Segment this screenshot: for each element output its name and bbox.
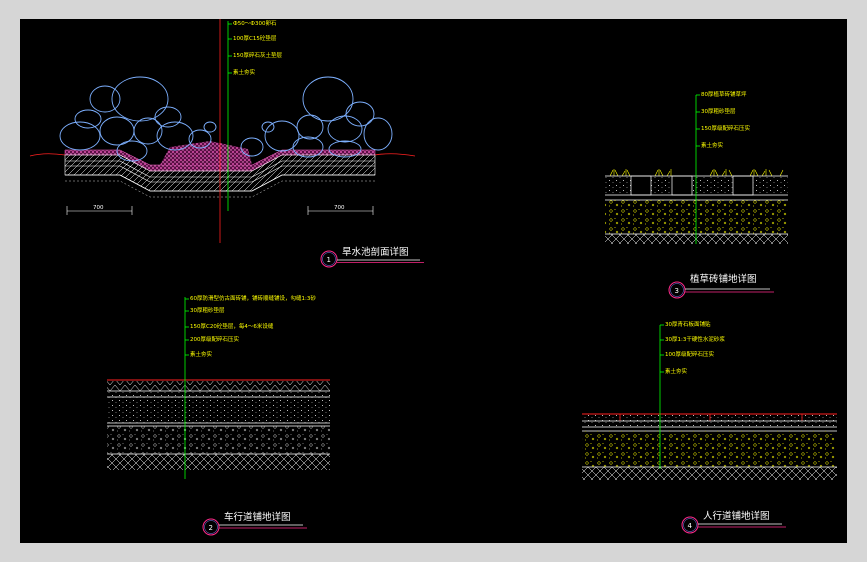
detail-3-label-4: 素土夯实 (701, 141, 724, 149)
detail-2-label-4: 200厚级配碎石压实 (190, 335, 239, 343)
detail-2-label-2: 30厚粗砂垫层 (190, 306, 225, 314)
detail-1-label-1: Ф50～Ф300卵石 (233, 19, 277, 27)
detail-4-label-3: 100厚级配碎石压实 (665, 350, 714, 358)
detail-1-label-3: 150厚碎石灰土垫层 (233, 51, 282, 59)
detail-1-label-4: 素土夯实 (233, 68, 256, 76)
detail-4-label-2: 30厚1:3干硬性水泥砂浆 (665, 335, 725, 343)
detail-4-pedestrian-path-section: 30厚青石板面铺贴 30厚1:3干硬性水泥砂浆 100厚级配碎石压实 素土夯实 … (582, 320, 837, 534)
detail-4-label-4: 素土夯实 (665, 367, 688, 375)
cad-drawing-canvas: Ф50～Ф300卵石 100厚C15砼垫层 150厚碎石灰土垫层 素土夯实 70… (20, 19, 847, 543)
detail-4-label-1: 30厚青石板面铺贴 (665, 320, 711, 328)
detail-1-dim-right: 700 (334, 205, 345, 211)
detail-1-title: 旱水池剖面详图 (342, 246, 409, 258)
detail-2-title: 车行道铺地详图 (224, 511, 291, 523)
detail-3-label-1: 80厚植草砖铺草坪 (701, 90, 747, 98)
detail-3-grass-paver-section: 80厚植草砖铺草坪 30厚粗砂垫层 150厚级配碎石压实 素土夯实 3 植草砖铺… (605, 90, 788, 299)
detail-3-number: 3 (675, 287, 679, 295)
detail-2-label-3: 150厚C20砼垫层，每4～6米设缝 (190, 322, 274, 330)
detail-3-title: 植草砖铺地详图 (690, 273, 757, 285)
detail-1-dry-pool-section: Ф50～Ф300卵石 100厚C15砼垫层 150厚碎石灰土垫层 素土夯实 70… (29, 19, 424, 268)
detail-2-label-1: 60厚防滑型仿古面砖铺，铺砖顺缝铺设，勾缝1:3砂 (190, 294, 316, 302)
detail-3-label-3: 150厚级配碎石压实 (701, 124, 750, 132)
detail-1-label-2: 100厚C15砼垫层 (233, 34, 277, 42)
detail-4-title: 人行道铺地详图 (703, 510, 770, 522)
drawing-svg: Ф50～Ф300卵石 100厚C15砼垫层 150厚碎石灰土垫层 素土夯实 70… (29, 19, 837, 536)
detail-2-vehicle-road-section: 60厚防滑型仿古面砖铺，铺砖顺缝铺设，勾缝1:3砂 30厚粗砂垫层 150厚C2… (107, 294, 330, 536)
detail-2-label-5: 素土夯实 (190, 350, 213, 358)
detail-1-dim-left: 700 (93, 205, 104, 211)
detail-4-number: 4 (688, 522, 693, 530)
detail-1-number: 1 (327, 256, 331, 264)
detail-3-label-2: 30厚粗砂垫层 (701, 107, 736, 115)
detail-2-number: 2 (209, 524, 213, 532)
